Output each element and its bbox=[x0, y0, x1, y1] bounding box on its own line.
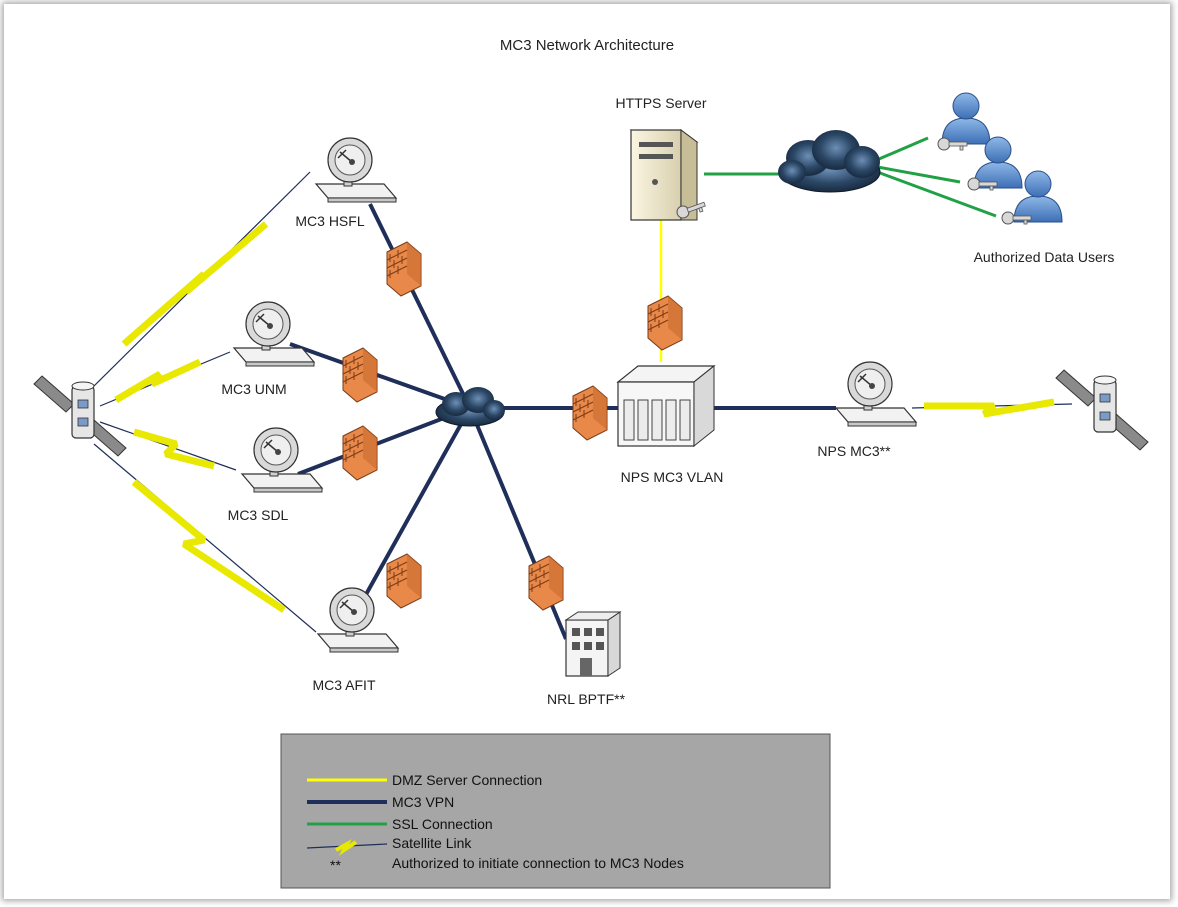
satellite-dish-icon bbox=[317, 587, 399, 653]
central-cloud-icon bbox=[435, 387, 505, 427]
nps-mc3-label: NPS MC3** bbox=[817, 443, 891, 459]
legend-note-text: Authorized to initiate connection to MC3… bbox=[392, 855, 684, 871]
building-icon bbox=[564, 611, 622, 677]
satellite-icon bbox=[1055, 369, 1149, 451]
legend-label-ssl: SSL Connection bbox=[392, 816, 493, 832]
mc3-afit-label: MC3 AFIT bbox=[312, 677, 375, 693]
legend-label-satellite: Satellite Link bbox=[392, 835, 472, 851]
firewall-icon bbox=[342, 347, 378, 403]
mc3-unm-label: MC3 UNM bbox=[221, 381, 286, 397]
mc3-sdl-label: MC3 SDL bbox=[228, 507, 289, 523]
https-server-label: HTTPS Server bbox=[615, 95, 706, 111]
mc3-hsfl-label: MC3 HSFL bbox=[295, 213, 364, 229]
firewall-icon bbox=[342, 425, 378, 481]
legend-swatch-satellite bbox=[306, 839, 388, 856]
ssl-links bbox=[704, 136, 997, 218]
firewall-icon bbox=[386, 241, 422, 297]
nrl-bptf-label: NRL BPTF** bbox=[547, 691, 626, 707]
network-diagram: MC3 Network Architecture bbox=[33, 37, 1149, 889]
satellite-dish-icon bbox=[241, 427, 323, 493]
firewall-icon bbox=[572, 385, 608, 441]
nps-mc3-vlan-label: NPS MC3 VLAN bbox=[621, 469, 724, 485]
user-icon bbox=[973, 136, 1023, 189]
nps-mc3-vlan-icon bbox=[616, 364, 716, 448]
firewall-icon bbox=[386, 553, 422, 609]
satellite-icon bbox=[33, 375, 127, 457]
firewall-icon bbox=[528, 555, 564, 611]
diagram-frame: MC3 Network Architecture bbox=[4, 4, 1170, 899]
https-server-icon bbox=[629, 129, 708, 221]
satellite-dish-icon bbox=[835, 361, 917, 427]
legend: DMZ Server Connection MC3 VPN SSL Connec… bbox=[280, 733, 831, 889]
authorized-users-label: Authorized Data Users bbox=[974, 249, 1115, 265]
internet-cloud-icon bbox=[778, 130, 881, 193]
satellite-links bbox=[93, 171, 1073, 633]
legend-label-dmz: DMZ Server Connection bbox=[392, 772, 542, 788]
user-icon bbox=[941, 92, 991, 145]
satellite-dish-icon bbox=[233, 301, 315, 367]
diagram-title: MC3 Network Architecture bbox=[500, 37, 674, 54]
legend-label-vpn: MC3 VPN bbox=[392, 794, 454, 810]
satellite-dish-icon bbox=[315, 137, 397, 203]
legend-note-symbol: ** bbox=[330, 857, 341, 873]
firewall-icon bbox=[647, 295, 683, 351]
legend-box bbox=[280, 733, 831, 889]
authorized-users-group bbox=[937, 92, 1063, 225]
